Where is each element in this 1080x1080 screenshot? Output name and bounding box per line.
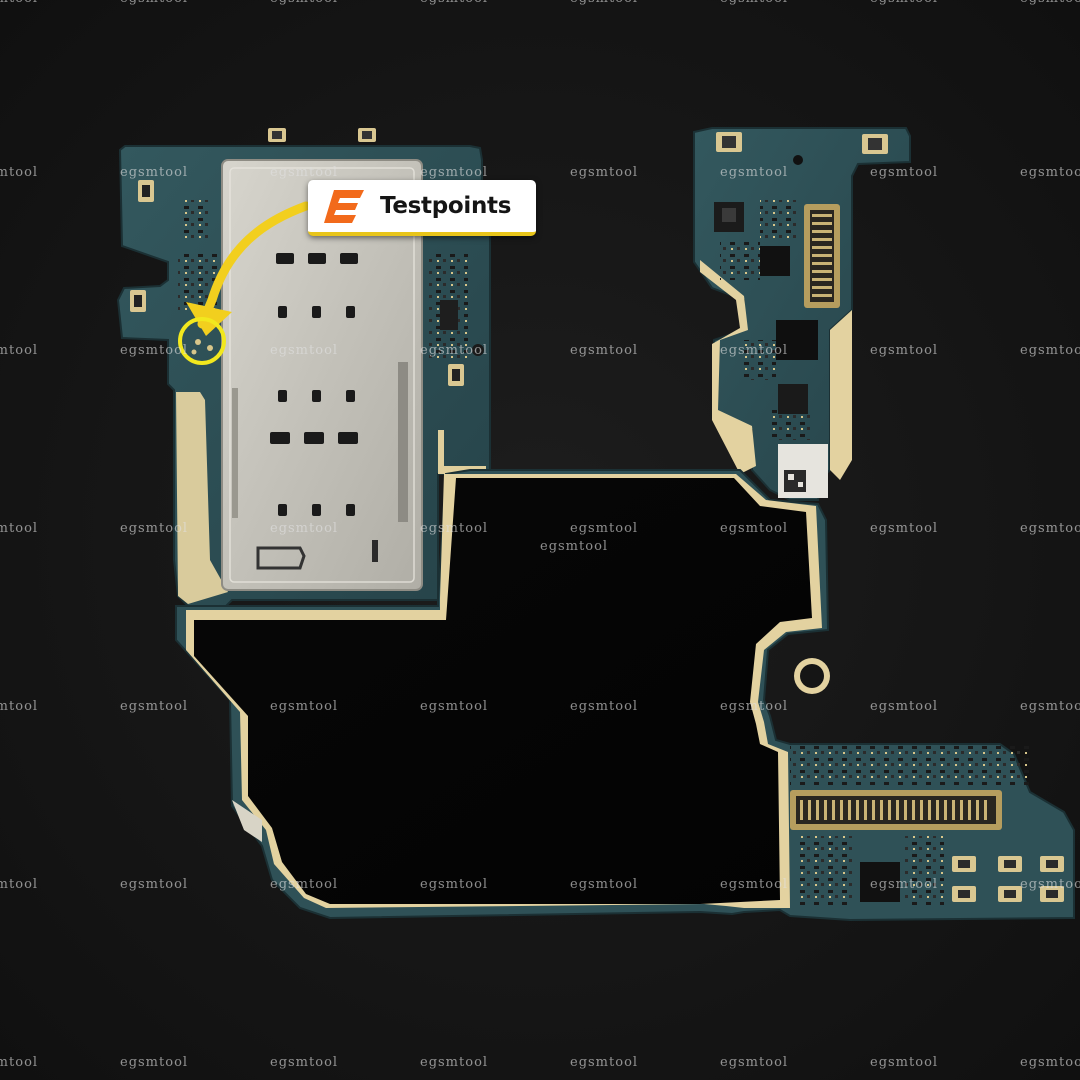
testpoints-logo-icon [324,190,364,223]
testpoint-annotation [178,201,311,365]
testpoints-callout: Testpoints [308,180,536,236]
curved-arrow-icon [197,201,311,329]
left-board-section [116,128,491,607]
right-board-section [693,127,911,501]
lower-board-frame [175,469,1075,922]
testpoints-label: Testpoints [380,193,512,219]
highlight-circle-icon [178,317,226,365]
